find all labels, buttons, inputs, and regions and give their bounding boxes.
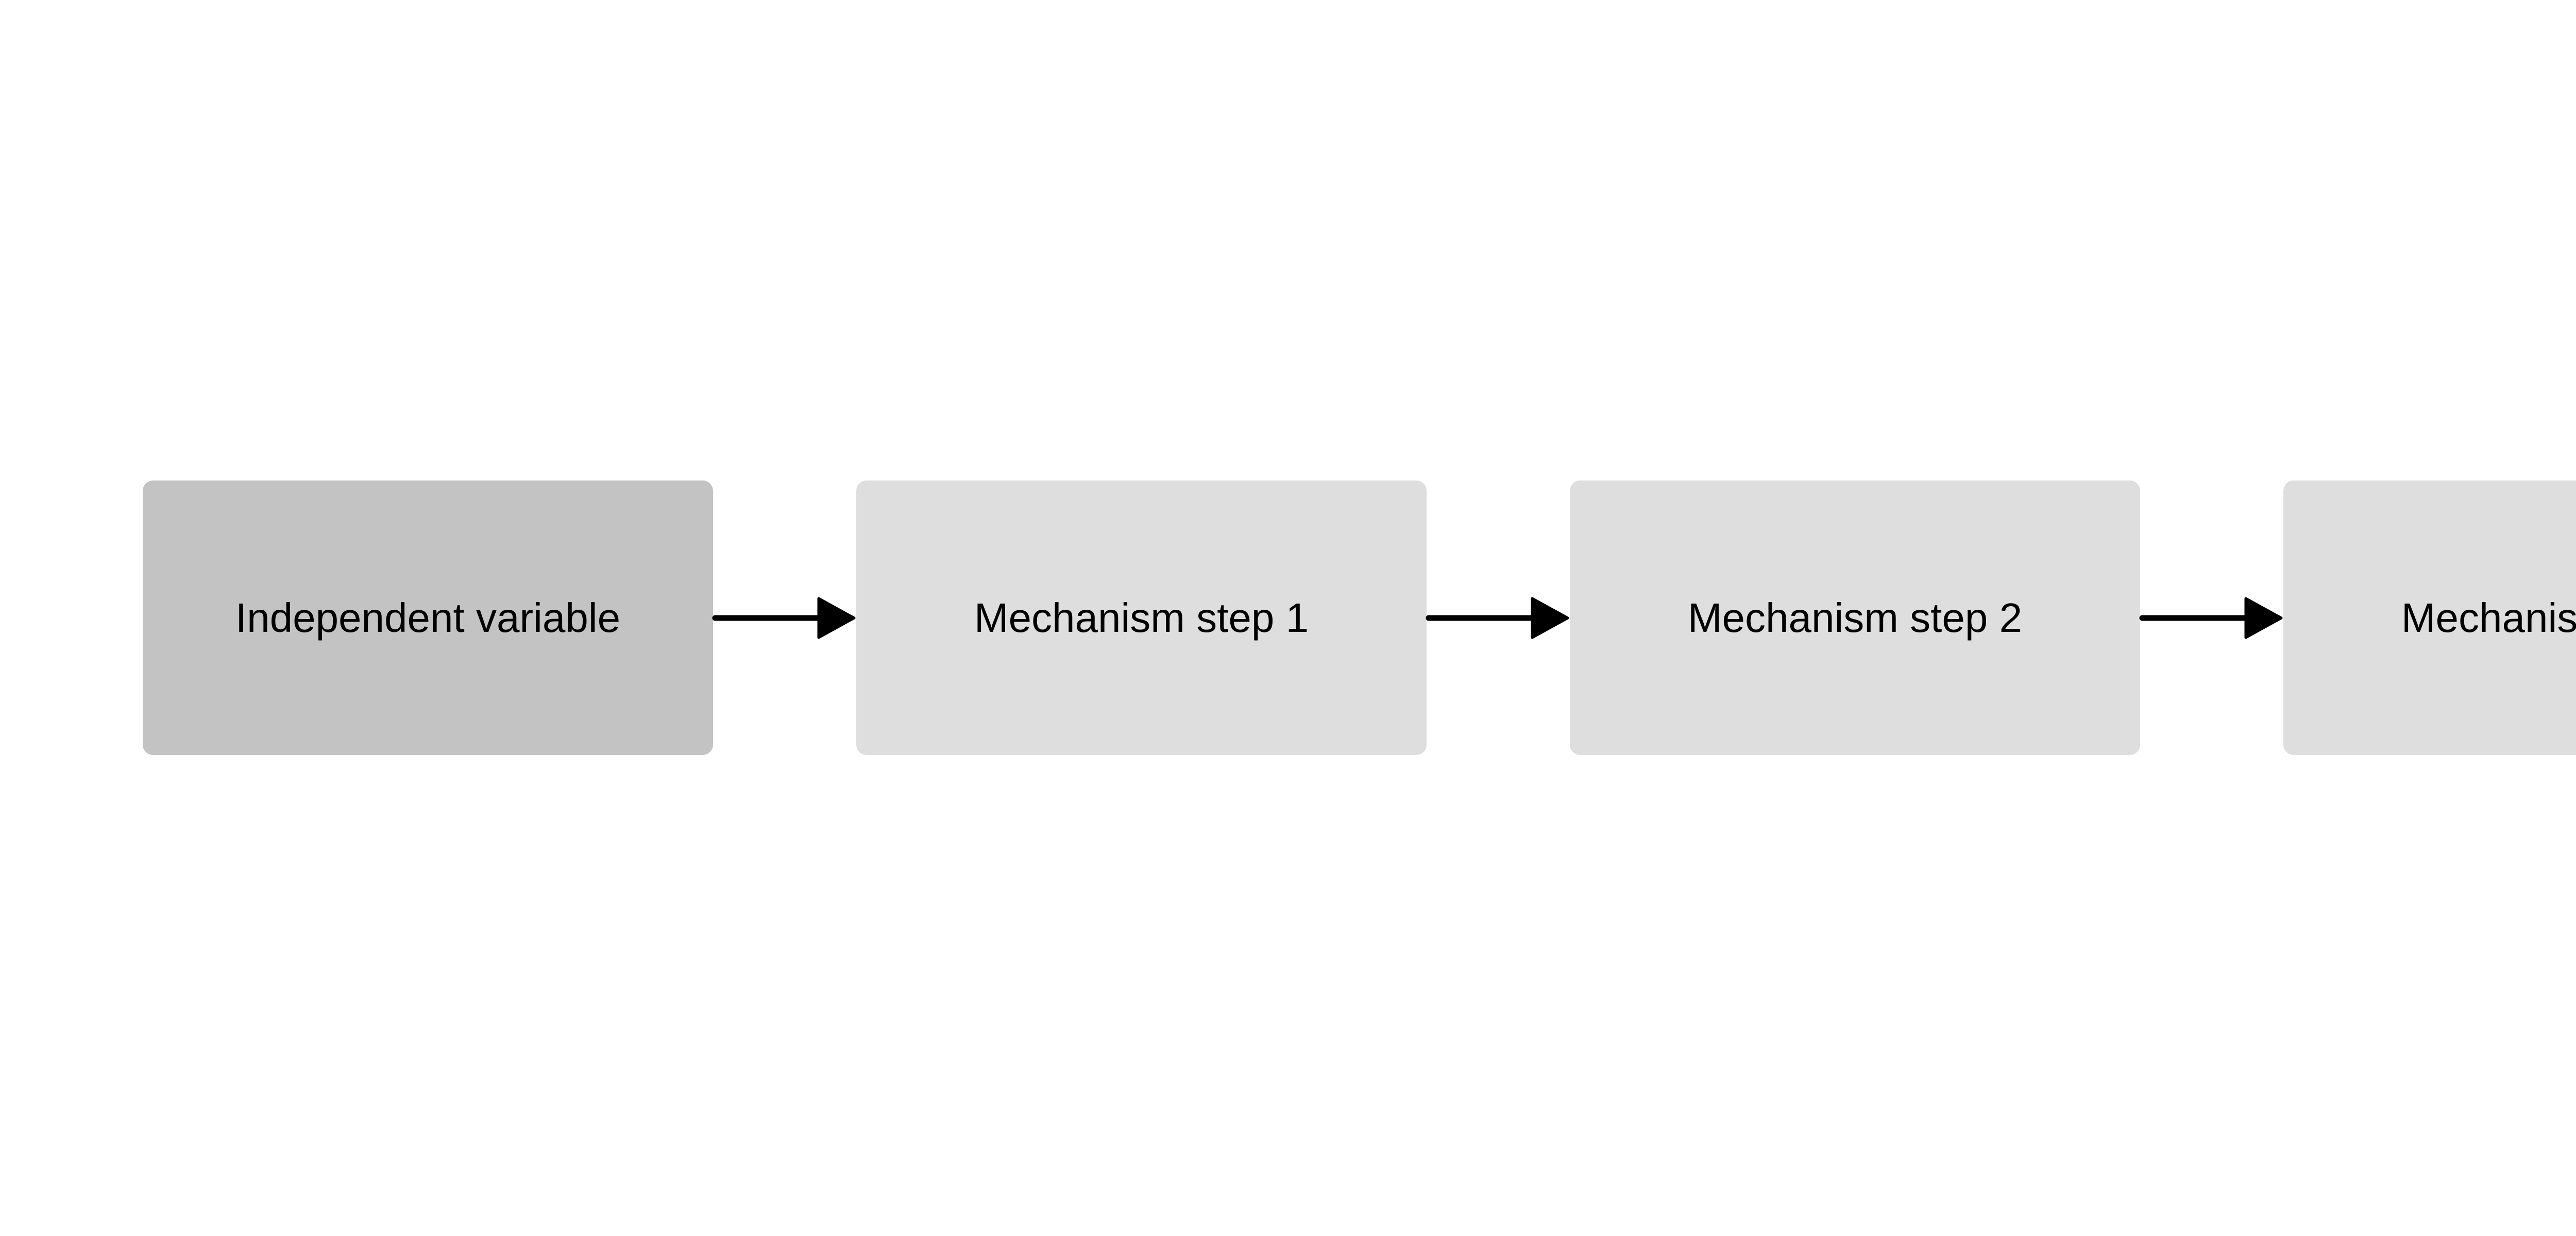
arrow-right-icon bbox=[2139, 597, 2283, 639]
node-mechanism-step-3[interactable]: Mechanism step 3 bbox=[2283, 480, 2576, 755]
node-label: Independent variable bbox=[235, 594, 621, 641]
edge-mechanism-step-1-to-mechanism-step-2 bbox=[1426, 480, 1570, 755]
edge-independent-variable-to-mechanism-step-1 bbox=[712, 480, 856, 755]
flow-chain: Independent variable Mechanism step 1 Me… bbox=[143, 480, 2576, 755]
node-independent-variable[interactable]: Independent variable bbox=[143, 480, 713, 755]
arrow-right-icon bbox=[712, 597, 856, 639]
node-label: Mechanism step 3 bbox=[2401, 594, 2576, 641]
node-mechanism-step-2[interactable]: Mechanism step 2 bbox=[1570, 480, 2140, 755]
node-mechanism-step-1[interactable]: Mechanism step 1 bbox=[856, 480, 1427, 755]
arrow-right-icon bbox=[1426, 597, 1569, 639]
node-label: Mechanism step 2 bbox=[1687, 594, 2023, 641]
edge-mechanism-step-2-to-mechanism-step-3 bbox=[2139, 480, 2283, 755]
node-label: Mechanism step 1 bbox=[974, 594, 1309, 641]
